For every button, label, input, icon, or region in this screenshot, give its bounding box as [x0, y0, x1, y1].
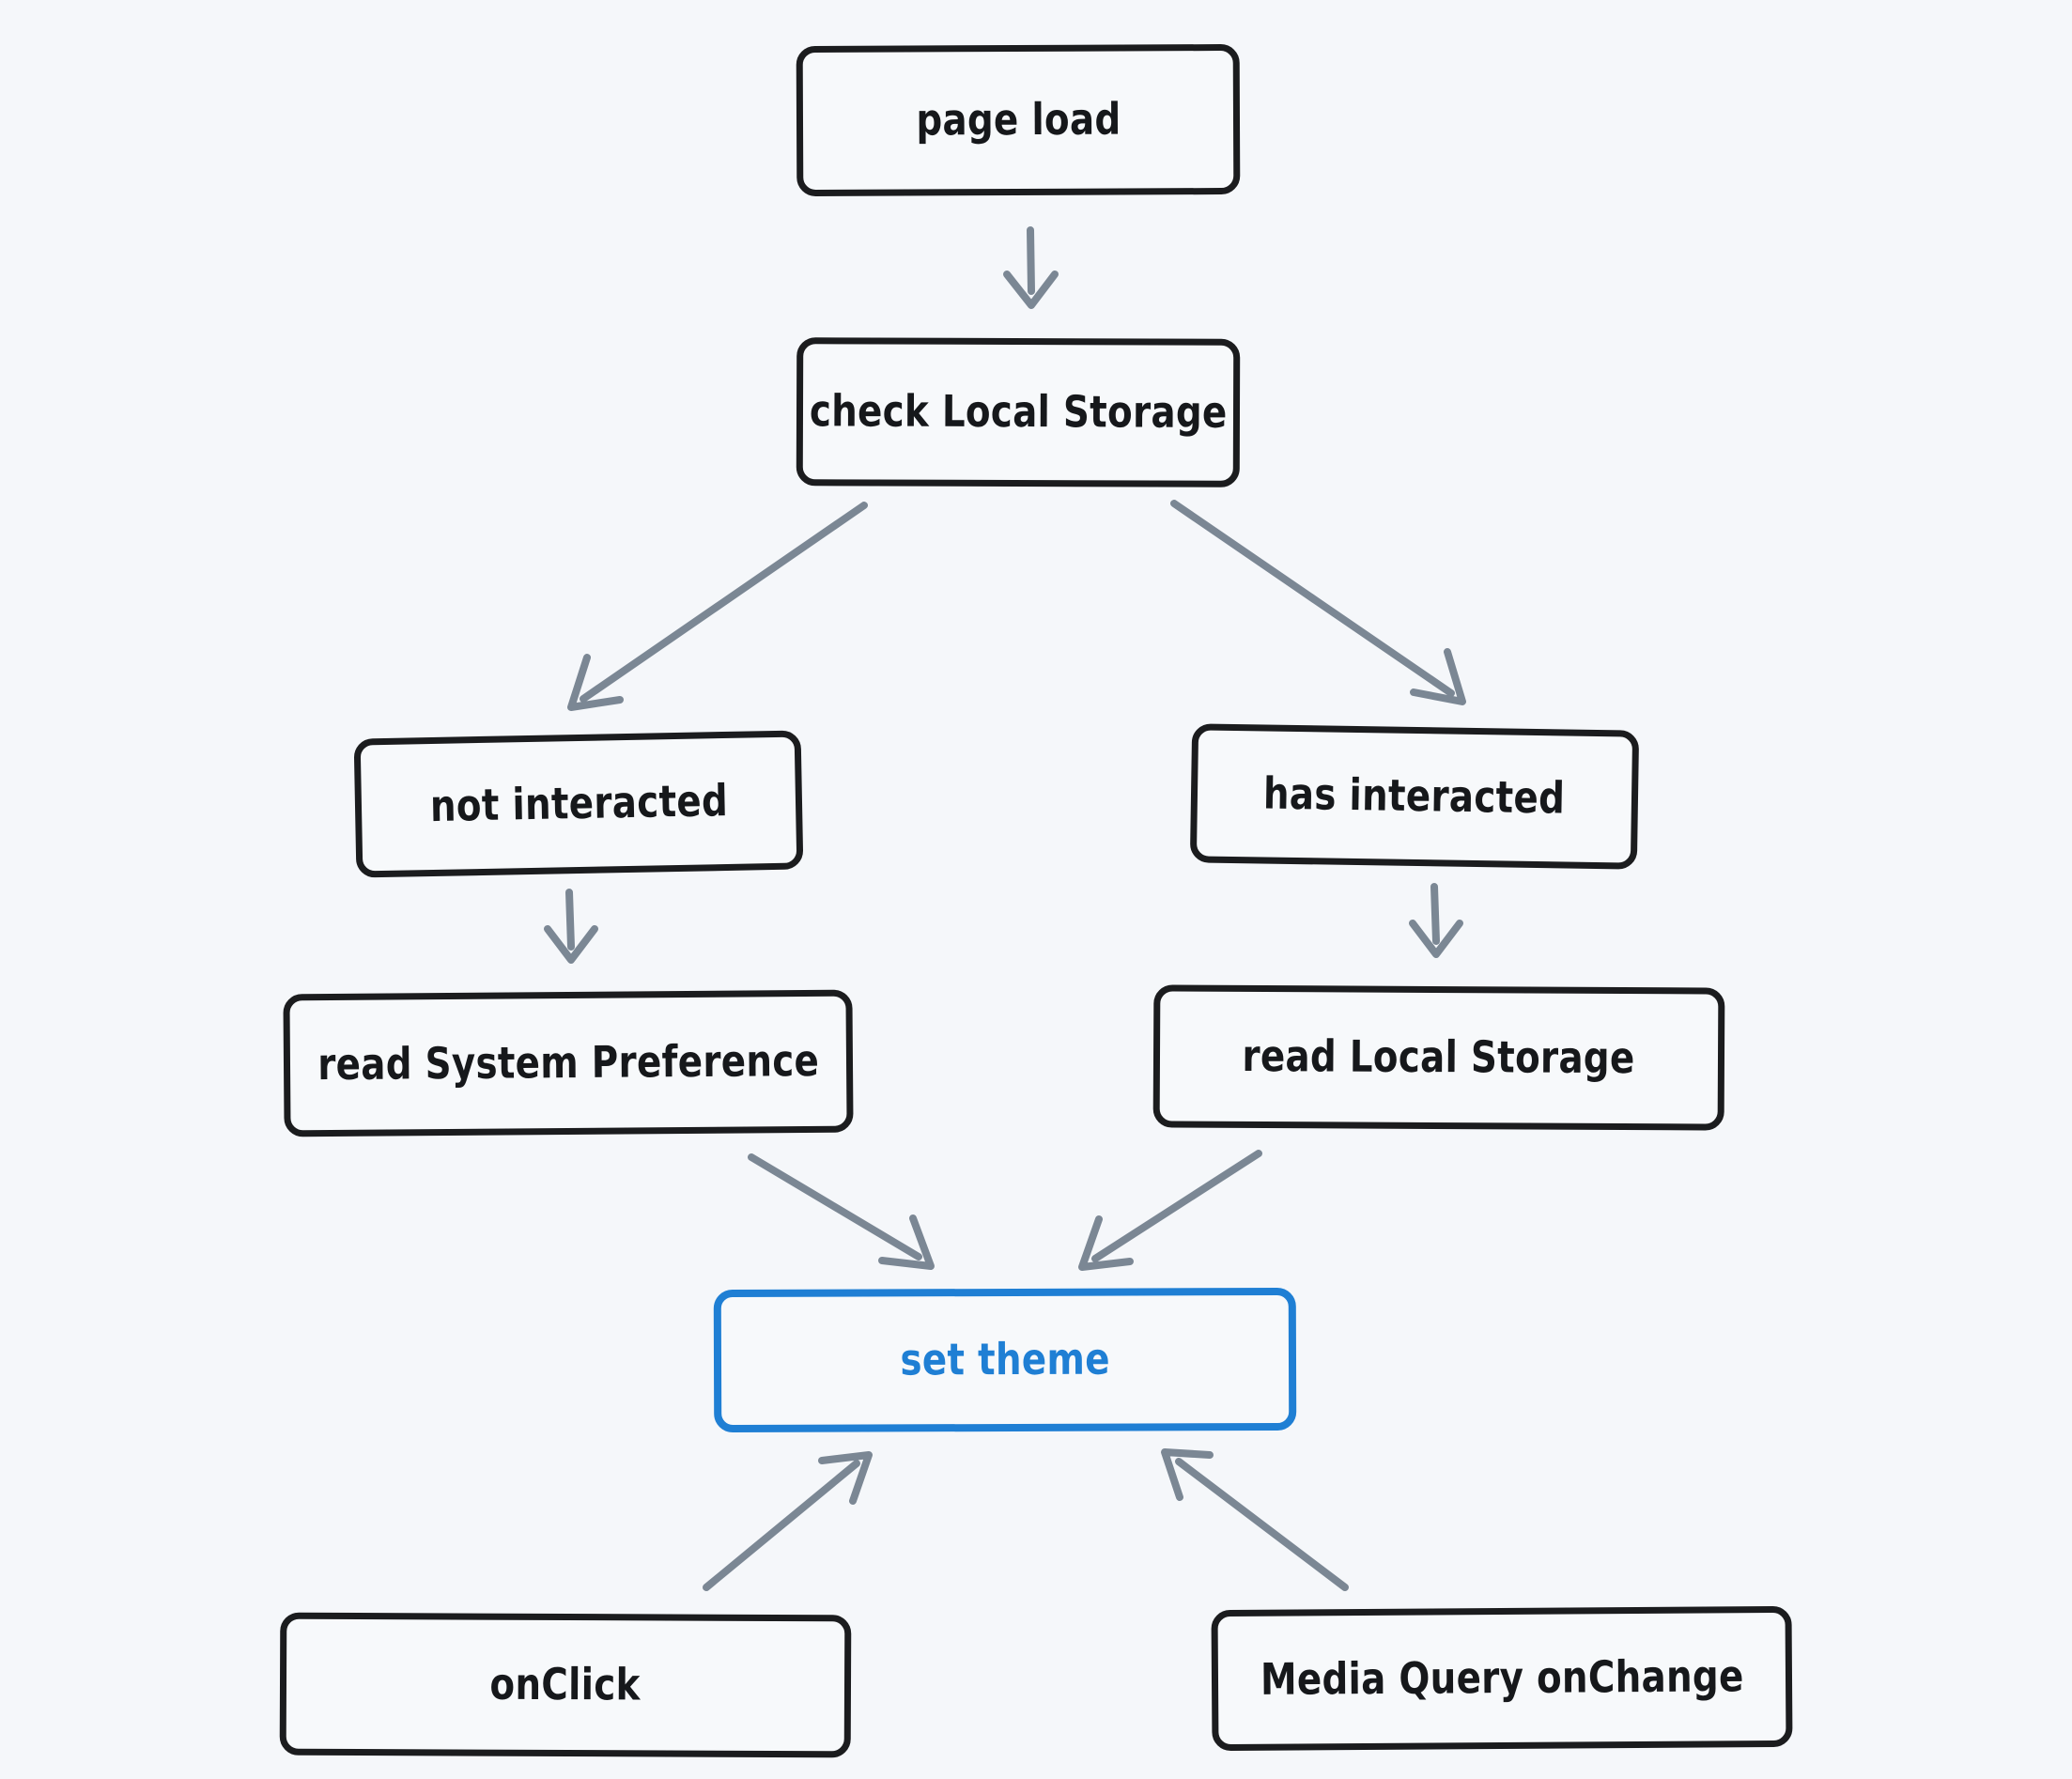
node-onclick[interactable]: onClick: [279, 1612, 852, 1758]
node-read-local-storage[interactable]: read Local Storage: [1152, 984, 1725, 1131]
node-page-load-label: page load: [915, 94, 1121, 147]
node-not-interacted-label: not interacted: [428, 776, 729, 832]
node-not-interacted[interactable]: not interacted: [353, 730, 804, 878]
node-has-interacted[interactable]: has interacted: [1189, 723, 1640, 870]
edge-check-storage-to-not-interacted: [567, 502, 868, 711]
node-read-local-storage-label: read Local Storage: [1242, 1031, 1636, 1084]
edge-media-query-to-set-theme: [1161, 1448, 1349, 1591]
node-check-local-storage[interactable]: check Local Storage: [796, 337, 1241, 487]
node-media-query-onchange-label: Media Query onChange: [1260, 1651, 1744, 1706]
node-media-query-onchange[interactable]: Media Query onChange: [1211, 1605, 1793, 1752]
edge-not-interacted-to-read-syspref: [544, 889, 598, 964]
edge-page-load-to-check-storage: [1003, 226, 1059, 309]
edge-read-syspref-to-set-theme: [748, 1153, 935, 1270]
node-read-system-preference-label: read System Preference: [317, 1036, 820, 1091]
node-set-theme[interactable]: set theme: [713, 1287, 1297, 1433]
edge-read-storage-to-set-theme: [1078, 1150, 1262, 1271]
edge-check-storage-to-has-interacted: [1170, 500, 1466, 705]
edge-has-interacted-to-read-storage: [1409, 883, 1463, 958]
node-onclick-label: onClick: [489, 1659, 642, 1711]
node-read-system-preference[interactable]: read System Preference: [283, 989, 854, 1137]
node-has-interacted-label: has interacted: [1262, 768, 1567, 825]
node-page-load[interactable]: page load: [796, 43, 1241, 197]
node-check-local-storage-label: check Local Storage: [809, 386, 1228, 439]
edge-onclick-to-set-theme: [703, 1451, 873, 1591]
node-set-theme-label: set theme: [900, 1334, 1110, 1386]
